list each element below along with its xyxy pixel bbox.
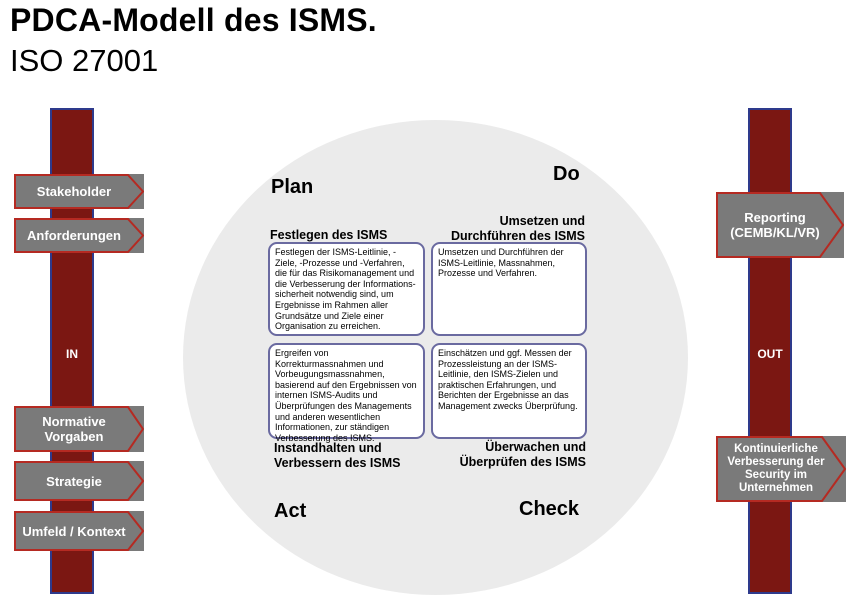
do-section-title: Umsetzen und Durchführen des ISMS [450, 214, 585, 243]
plan-description-box: Festlegen der ISMS-Leitlinie, -Ziele, -P… [268, 242, 425, 336]
input-label: Anforderungen [27, 228, 121, 243]
input-arrow-anforderungen: Anforderungen [14, 218, 144, 253]
input-label: Umfeld / Kontext [22, 523, 126, 539]
check-description-box: Einschätzen und ggf. Messen der Prozessl… [431, 343, 587, 439]
plan-heading: Plan [271, 176, 314, 198]
out-label: OUT [757, 347, 783, 361]
input-arrow-normative-vorgaben: Normative Vorgaben [14, 406, 144, 452]
act-section-title: Instandhalten und Verbessern des ISMS [274, 441, 401, 470]
check-section-title: Überwachen und Überprüfen des ISMS [459, 440, 586, 469]
output-arrow-reporting: Reporting (CEMB/KL/VR) [716, 192, 844, 258]
input-label: Stakeholder [36, 184, 112, 199]
check-heading: Check [519, 498, 580, 520]
check-description: Einschätzen und ggf. Messen der Prozessl… [438, 348, 578, 411]
in-label: IN [66, 347, 78, 361]
input-label: Strategie [46, 473, 102, 489]
input-arrow-strategie: Strategie [14, 461, 144, 501]
do-heading: Do [553, 163, 580, 185]
input-label: Normative Vorgaben [42, 414, 106, 444]
page-title: PDCA-Modell des ISMS. [10, 2, 377, 38]
plan-description: Festlegen der ISMS-Leitlinie, -Ziele, -P… [275, 247, 416, 332]
output-label: Kontinuierliche Verbesserung der Securit… [727, 443, 825, 494]
input-arrow-stakeholder: Stakeholder [14, 174, 144, 209]
plan-section-title: Festlegen des ISMS [270, 228, 388, 242]
page-subtitle: ISO 27001 [10, 43, 159, 78]
do-description: Umsetzen und Durchführen der ISMS-Leitli… [438, 247, 564, 279]
input-arrow-umfeld-kontext: Umfeld / Kontext [14, 511, 144, 551]
act-heading: Act [274, 500, 307, 522]
output-arrow-verbesserung: Kontinuierliche Verbesserung der Securit… [716, 436, 846, 502]
act-description: Ergreifen von Korrekturmassnahmen und Vo… [275, 348, 417, 443]
out-bar: OUT [748, 108, 792, 594]
output-label: Reporting (CEMB/KL/VR) [730, 210, 820, 240]
do-description-box: Umsetzen und Durchführen der ISMS-Leitli… [431, 242, 587, 336]
act-description-box: Ergreifen von Korrekturmassnahmen und Vo… [268, 343, 425, 443]
